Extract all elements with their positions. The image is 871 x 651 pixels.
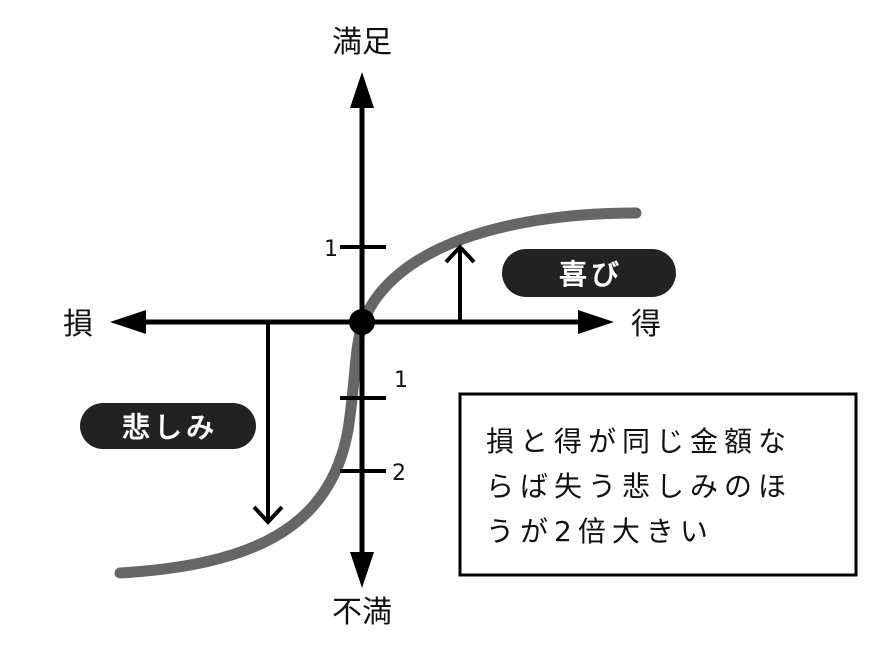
- arrow-left-icon: [110, 310, 146, 334]
- arrow-right-icon: [578, 310, 614, 334]
- note-box: 損と得が同じ金額な らば失う悲しみのほ うが2倍大きい: [458, 392, 858, 577]
- tick-label-negative-1: 1: [394, 368, 408, 393]
- chevron-down-icon: [252, 505, 284, 525]
- value-function-curve: [114, 207, 642, 579]
- note-line-1: 損と得が同じ金額な: [486, 425, 792, 458]
- chevron-up-icon: [444, 244, 476, 264]
- note-line-2: らば失う悲しみのほ: [486, 470, 792, 503]
- tick-label-positive-1: 1: [324, 237, 338, 262]
- axis-label-loss: 損: [63, 307, 93, 342]
- axis-label-gain: 得: [631, 307, 661, 342]
- joy-label: 喜び: [559, 258, 623, 291]
- sadness-arrow: [252, 322, 284, 525]
- arrow-up-icon: [350, 72, 374, 108]
- axis-label-dissatisfaction: 不満: [332, 595, 392, 630]
- joy-badge: 喜び: [502, 249, 676, 297]
- origin-point: [349, 309, 375, 335]
- note-line-3: うが2倍大きい: [486, 515, 714, 548]
- tick-label-negative-2: 2: [392, 461, 406, 486]
- sadness-label: 悲しみ: [122, 411, 218, 444]
- joy-arrow: [444, 244, 476, 322]
- axis-label-satisfaction: 満足: [332, 25, 392, 60]
- arrow-down-icon: [350, 552, 374, 588]
- sadness-badge: 悲しみ: [80, 403, 256, 449]
